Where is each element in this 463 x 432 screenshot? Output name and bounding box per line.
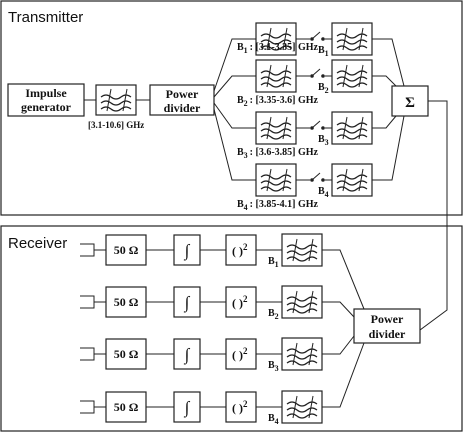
square-law: ( )2 <box>225 286 257 318</box>
tx-band-filter-2 <box>331 22 373 56</box>
square-label: ( )2 <box>232 346 248 362</box>
band-label: B4 <box>268 413 279 426</box>
bandpass-filter-wideband <box>95 84 137 116</box>
rx-power-divider-line1: Power <box>371 312 404 326</box>
integral-symbol: ∫ <box>184 293 191 313</box>
rx-band-filter <box>281 390 323 424</box>
switch-icon <box>310 120 325 130</box>
tx-band-filter <box>255 22 297 56</box>
rx-branch-2: 50 Ω ∫ ( )2 B2 <box>80 285 323 321</box>
impulse-generator: Impulse generator <box>7 83 85 117</box>
square-law: ( )2 <box>225 234 257 266</box>
integrator: ∫ <box>173 391 201 423</box>
rx-band-filter <box>281 337 323 371</box>
integral-symbol: ∫ <box>184 241 191 261</box>
antenna-icon <box>80 243 95 257</box>
receiver-title: Receiver <box>8 235 67 252</box>
rx-band-filter <box>281 285 323 319</box>
square-law: ( )2 <box>225 391 257 423</box>
tx-power-divider: Power divider <box>149 84 215 116</box>
square-law: ( )2 <box>225 338 257 370</box>
band-label: B3 <box>318 134 329 147</box>
resistor-50-ohm: 50 Ω <box>105 391 147 423</box>
rx-branch-1: 50 Ω ∫ ( )2 B1 <box>80 233 323 269</box>
rx-branch-4: 50 Ω ∫ ( )2 B4 <box>80 390 323 426</box>
band-label: B1 <box>268 256 279 269</box>
square-label: ( )2 <box>232 242 248 258</box>
band-label: B4: [3.85-4.1] GHz <box>237 199 319 212</box>
band-label: B3 <box>268 360 279 373</box>
square-label: ( )2 <box>232 399 248 415</box>
switch-icon <box>310 172 325 182</box>
resistor-50-ohm: 50 Ω <box>105 338 147 370</box>
rx-branch-3: 50 Ω ∫ ( )2 B3 <box>80 337 323 373</box>
band-label: B1: [3.1-3.35] GHz <box>237 42 319 55</box>
antenna-icon <box>80 400 95 414</box>
band-label: B2 <box>318 82 329 95</box>
integral-symbol: ∫ <box>184 398 191 418</box>
band-label: B1 <box>318 45 329 58</box>
impulse-generator-label-line1: Impulse <box>25 86 67 100</box>
summer-symbol: Σ <box>405 95 415 111</box>
rx-band-filter <box>281 233 323 267</box>
resistor-label: 50 Ω <box>114 243 139 257</box>
tx-band-filter <box>255 163 297 197</box>
antenna-icon <box>80 295 95 309</box>
tx-band-filter <box>255 111 297 145</box>
antenna-icon <box>80 347 95 361</box>
receiver-frame <box>0 225 463 432</box>
switch-icon <box>310 68 325 78</box>
rx-power-divider-line2: divider <box>369 327 406 341</box>
tx-band-filter-2 <box>331 111 373 145</box>
integral-symbol: ∫ <box>184 345 191 365</box>
integrator: ∫ <box>173 234 201 266</box>
tx-band-filter-2 <box>331 163 373 197</box>
receiver-section: Receiver 50 Ω ∫ ( )2 B1 50 Ω ∫ ( )2 B2 50 Ω ∫ ( )2… <box>0 225 463 432</box>
rx-branches: 50 Ω ∫ ( )2 B1 50 Ω ∫ ( )2 B2 50 Ω ∫ ( )2 B3 50 Ω ∫ ( … <box>80 233 323 426</box>
integrator: ∫ <box>173 286 201 318</box>
resistor-50-ohm: 50 Ω <box>105 234 147 266</box>
band-label: B2 <box>268 308 279 321</box>
integrator: ∫ <box>173 338 201 370</box>
bandpass-filter-label: [3.1-10.6] GHz <box>88 120 144 130</box>
transmitter-frame <box>0 0 463 216</box>
tx-power-divider-line1: Power <box>166 87 199 101</box>
impulse-generator-label-line2: generator <box>21 100 72 114</box>
band-label: B2: [3.35-3.6] GHz <box>237 95 319 108</box>
summer: Σ <box>391 85 429 117</box>
band-label: B4 <box>318 186 329 199</box>
square-label: ( )2 <box>232 294 248 310</box>
transmitter-title: Transmitter <box>8 9 83 26</box>
resistor-label: 50 Ω <box>114 295 139 309</box>
tx-band-filter-2 <box>331 59 373 93</box>
rx-power-divider: Power divider <box>353 308 421 344</box>
resistor-label: 50 Ω <box>114 400 139 414</box>
resistor-50-ohm: 50 Ω <box>105 286 147 318</box>
transmitter-section: Transmitter Impulse generator [3.1-10.6]… <box>0 0 463 331</box>
resistor-label: 50 Ω <box>114 347 139 361</box>
tx-power-divider-line2: divider <box>164 101 201 115</box>
switch-icon <box>310 31 325 41</box>
tx-band-filter <box>255 59 297 93</box>
band-label: B3: [3.6-3.85] GHz <box>237 147 319 160</box>
